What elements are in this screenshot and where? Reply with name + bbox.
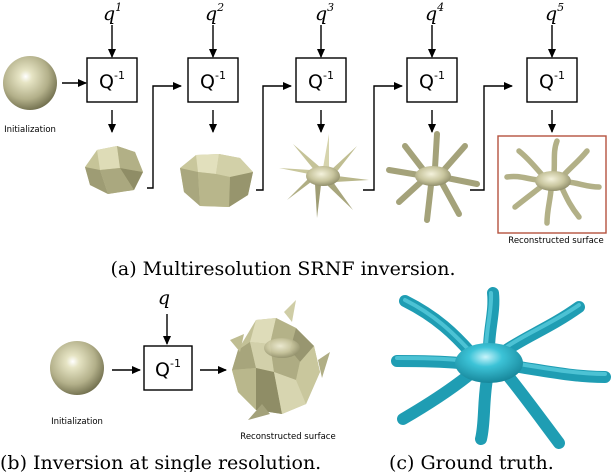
connector-2-3 [256, 82, 292, 191]
stage-3: q3 Q-1 [279, 1, 369, 218]
connector-1-2 [147, 82, 182, 189]
q-label-4: q4 [425, 1, 444, 25]
operator-box-2 [187, 57, 239, 103]
mesh-single-resolution [230, 300, 330, 420]
stage-2: q2 Q-1 [180, 1, 253, 207]
mesh-stage-5 [504, 138, 602, 226]
init-label-bottom: Initialization [51, 417, 103, 427]
operator-box-bottom [143, 345, 193, 391]
final-label-top: Reconstructed surface [508, 236, 603, 246]
connector-3-4 [363, 82, 403, 191]
mesh-stage-1 [85, 146, 143, 194]
operator-label-1: Q-1 [99, 69, 125, 93]
operator-label-bottom: Q-1 [155, 357, 181, 381]
operator-box-4 [406, 57, 458, 103]
q-label-2: q2 [205, 1, 224, 25]
stage-5: q5 Q-1 Reconstructed surface [497, 1, 607, 246]
mesh-stage-3 [279, 134, 369, 218]
caption-a: (a) Multiresolution SRNF inversion. [110, 258, 455, 280]
operator-box-1 [86, 57, 138, 103]
q-label-bottom: q [158, 287, 170, 309]
operator-label-2: Q-1 [200, 69, 226, 93]
operator-box-3 [295, 57, 347, 103]
operator-label-4: Q-1 [419, 69, 445, 93]
q-label-1: q1 [103, 1, 122, 25]
operator-label-5: Q-1 [539, 69, 565, 93]
ground-truth-shape [391, 287, 611, 449]
caption-b: (b) Inversion at single resolution. [0, 452, 321, 472]
highlight-box [497, 135, 607, 234]
caption-c: (c) Ground truth. [389, 452, 554, 472]
init-sphere-top [3, 56, 57, 110]
init-label-top: Initialization [4, 125, 56, 135]
q-label-3: q3 [315, 1, 334, 25]
mesh-stage-4 [386, 131, 480, 223]
operator-box-5 [526, 57, 578, 103]
q-label-5: q5 [545, 1, 564, 25]
operator-label-3: Q-1 [308, 69, 334, 93]
mesh-stage-2 [180, 154, 253, 207]
init-sphere-bottom [50, 341, 104, 395]
connector-4-5 [470, 82, 513, 191]
stage-4: q4 Q-1 [386, 1, 480, 223]
stage-1: q1 Q-1 [85, 1, 143, 194]
result-label-bottom: Reconstructed surface [240, 432, 335, 442]
